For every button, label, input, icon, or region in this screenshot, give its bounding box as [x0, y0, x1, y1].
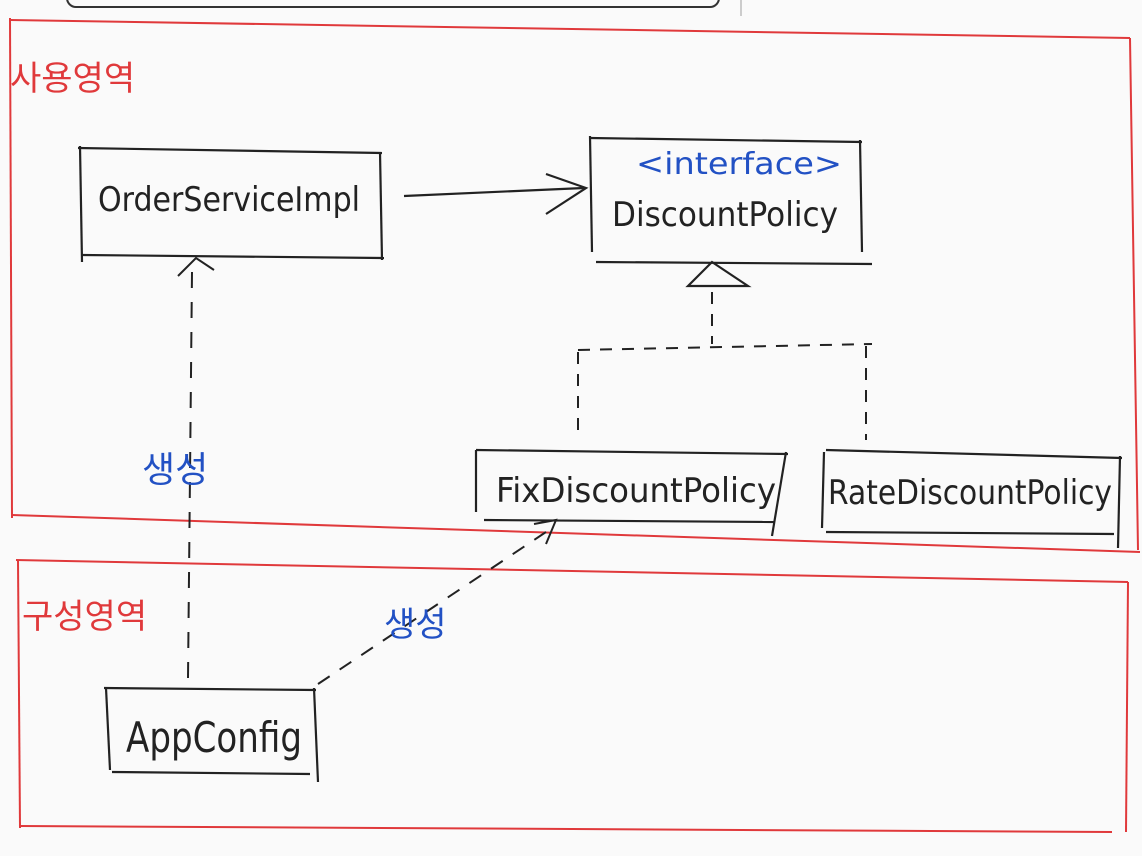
usage-region-label: 사용영역	[10, 59, 135, 99]
discount-policy-box	[588, 135, 873, 266]
creates-order-label: 생성	[142, 450, 208, 491]
fix-discount-policy-label: FixDiscountPolicy	[496, 471, 776, 511]
rate-discount-policy-label: RateDiscountPolicy	[828, 473, 1112, 513]
discount-policy-stereotype: <interface>	[636, 147, 842, 182]
app-config-label: AppConfig	[126, 713, 302, 762]
discount-policy-label: DiscountPolicy	[612, 195, 838, 235]
order-service-impl-label: OrderServiceImpl	[98, 180, 360, 220]
order-service-impl-box	[77, 145, 385, 263]
fix-discount-policy-box	[474, 448, 789, 537]
creates-fix-label: 생성	[384, 605, 447, 645]
implements-dashed-lines	[577, 292, 873, 440]
creates-fix-arrow	[317, 518, 558, 685]
implements-triangle	[685, 260, 752, 288]
config-region-label: 구성영역	[22, 597, 147, 637]
creates-order-arrow	[177, 256, 215, 679]
dependency-arrow	[403, 172, 589, 215]
rate-discount-policy-box	[820, 448, 1123, 549]
window-edge	[740, 0, 742, 16]
app-config-box	[103, 686, 320, 783]
config-region	[15, 559, 1129, 833]
usage-region	[9, 17, 1141, 553]
